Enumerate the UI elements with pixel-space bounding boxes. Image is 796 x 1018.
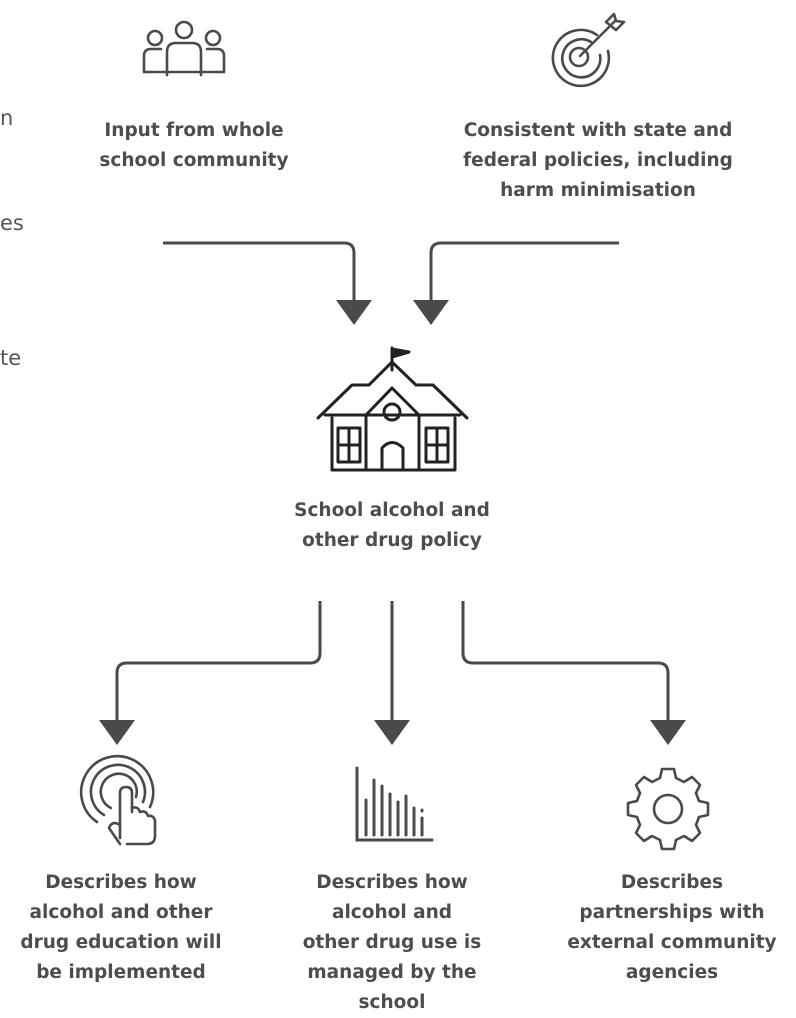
clipped-text-fragment: es [0,211,24,235]
label-top-left: Input from whole school community [64,116,324,176]
text-line: School alcohol and [294,500,490,521]
text-line: school community [99,150,289,171]
text-line: harm minimisation [500,180,696,201]
label-top-right: Consistent with state and federal polici… [448,116,748,206]
label-center-policy: School alcohol and other drug policy [266,496,518,556]
text-line: Consistent with state and [463,120,733,141]
clipped-text-fragment: te [0,346,22,370]
connector-bottom-left [115,601,322,722]
connector-bottom-right [461,601,670,722]
text-line: federal policies, including [463,150,733,171]
text-line: Describes [620,872,724,893]
arrowhead-top-right [413,300,449,325]
text-line: alcohol and other [29,902,213,923]
label-bottom-left: Describes how alcohol and other drug edu… [0,868,242,988]
arrowhead-top-left [336,300,372,325]
text-line: Describes how [316,872,468,893]
text-line: managed by the [307,962,477,983]
text-line: other drug policy [302,530,482,551]
text-line: agencies [625,962,719,983]
text-line: external community [567,932,777,953]
text-line: partnerships with [579,902,765,923]
clipped-text-fragment: n [0,106,14,130]
label-bottom-right: Describes partnerships with external com… [552,868,792,988]
arrowhead-bottom-right [650,720,686,745]
text-line: alcohol and [331,902,453,923]
text-line: other drug use is [302,932,482,953]
text-line: school [358,992,426,1013]
text-line: drug education will [20,932,222,953]
text-line: Describes how [45,872,197,893]
text-line: be implemented [36,962,206,983]
label-bottom-middle: Describes how alcohol and other drug use… [274,868,510,1018]
arrowhead-bottom-middle [374,720,410,745]
arrowhead-bottom-left [99,720,135,745]
connector-top-right [429,241,619,302]
text-line: Input from whole [104,120,284,141]
connector-top-left [163,241,356,302]
